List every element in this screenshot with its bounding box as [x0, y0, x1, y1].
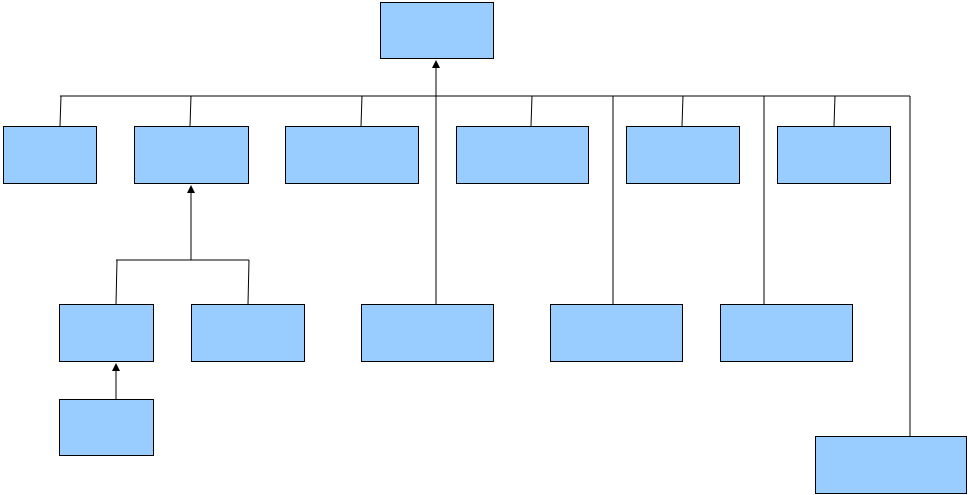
node-boxes: [3, 2, 967, 494]
node-level2-d: [550, 304, 683, 362]
node-level3-b: [815, 436, 967, 494]
node-box-level2-b: [191, 304, 305, 362]
node-box-level1-f: [777, 126, 891, 184]
node-level2-a: [59, 304, 154, 362]
node-box-level1-c: [285, 126, 419, 184]
node-level1-f: [777, 126, 891, 184]
connector-level2-b: [247, 259, 250, 305]
node-level3-a: [59, 399, 154, 456]
connector-level1-d: [530, 95, 533, 127]
node-level1-b: [134, 126, 249, 184]
node-box-level3-a: [59, 399, 154, 456]
node-level2-e: [720, 304, 853, 362]
connector-level1-a: [59, 95, 62, 127]
connector-level1-e: [681, 95, 684, 127]
node-box-level2-d: [550, 304, 683, 362]
node-box-level1-b: [134, 126, 249, 184]
connector-level2-a: [115, 259, 118, 305]
node-level1-a: [3, 126, 97, 184]
node-level2-c: [361, 304, 494, 362]
node-level1-d: [456, 126, 589, 184]
node-box-level3-b: [815, 436, 967, 494]
node-box-level1-d: [456, 126, 589, 184]
connector-level1-c: [360, 95, 363, 127]
node-box-root: [380, 2, 494, 59]
node-root: [380, 2, 494, 59]
node-level1-c: [285, 126, 419, 184]
node-box-level1-e: [626, 126, 740, 184]
node-box-level1-a: [3, 126, 97, 184]
node-level1-e: [626, 126, 740, 184]
connector-level1-b: [189, 95, 192, 127]
node-box-level2-c: [361, 304, 494, 362]
node-box-level2-e: [720, 304, 853, 362]
node-level2-b: [191, 304, 305, 362]
connector-level1-f: [833, 95, 836, 127]
node-box-level2-a: [59, 304, 154, 362]
connector-lines: [59, 60, 911, 436]
